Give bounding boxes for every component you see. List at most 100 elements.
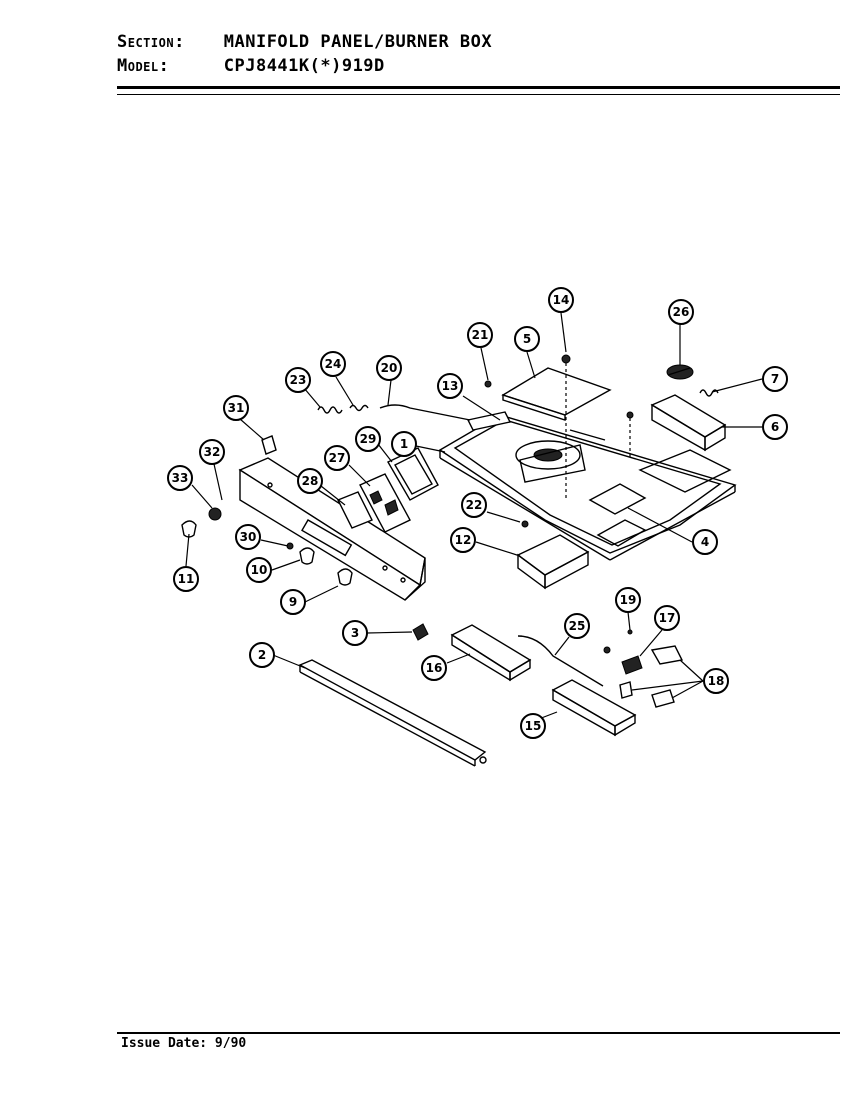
clip-18a — [650, 645, 684, 665]
callout-label-25: 25 — [569, 619, 586, 633]
callout-label-21: 21 — [472, 328, 489, 342]
callout-label-30: 30 — [240, 530, 257, 544]
callout-label-17: 17 — [659, 611, 676, 625]
header: Section: MANIFOLD PANEL/BURNER BOX Model… — [117, 30, 837, 78]
model-value: CPJ8441K(*)919D — [223, 56, 385, 76]
callout-label-12: 12 — [455, 533, 472, 547]
callout-33: 33 — [167, 465, 193, 491]
callout-3: 3 — [342, 620, 368, 646]
knob-10 — [299, 547, 315, 565]
spring-33 — [208, 507, 222, 521]
callout-31: 31 — [223, 395, 249, 421]
callout-label-14: 14 — [553, 293, 570, 307]
callout-32: 32 — [199, 439, 225, 465]
callout-label-6: 6 — [771, 420, 779, 434]
knob-9 — [337, 568, 353, 586]
switch-plate — [337, 447, 439, 533]
wire-harness — [517, 635, 604, 687]
callout-15: 15 — [520, 713, 546, 739]
callout-label-10: 10 — [251, 563, 268, 577]
callout-label-33: 33 — [172, 471, 189, 485]
clip-18c — [619, 681, 633, 699]
screw-22 — [521, 520, 529, 528]
callout-6: 6 — [762, 414, 788, 440]
leader-lines — [185, 312, 763, 723]
callout-label-3: 3 — [351, 626, 359, 640]
callout-24: 24 — [320, 351, 346, 377]
heat-shield-box — [650, 394, 727, 452]
callout-1: 1 — [391, 431, 417, 457]
bracket-15 — [551, 679, 637, 737]
callout-label-18: 18 — [708, 674, 725, 688]
clip-31 — [261, 435, 277, 455]
callout-17: 17 — [654, 605, 680, 631]
igniter-part — [666, 364, 694, 380]
header-rule-thin — [117, 94, 840, 95]
callout-label-1: 1 — [400, 437, 408, 451]
callout-label-16: 16 — [426, 661, 443, 675]
callout-22: 22 — [461, 492, 487, 518]
callout-10: 10 — [246, 557, 272, 583]
callout-27: 27 — [324, 445, 350, 471]
callout-label-11: 11 — [178, 572, 195, 586]
callout-label-5: 5 — [523, 332, 531, 346]
callout-label-28: 28 — [302, 474, 319, 488]
callout-16: 16 — [421, 655, 447, 681]
callout-label-7: 7 — [771, 372, 779, 386]
section-value: MANIFOLD PANEL/BURNER BOX — [223, 32, 493, 52]
callout-26: 26 — [668, 299, 694, 325]
callout-9: 9 — [280, 589, 306, 615]
callout-label-2: 2 — [258, 648, 266, 662]
screw-21 — [484, 380, 492, 388]
header-rule-thick — [117, 86, 840, 89]
model-label: Model: — [117, 56, 170, 76]
footer-rule — [117, 1032, 840, 1034]
callout-12: 12 — [450, 527, 476, 553]
callout-2: 2 — [249, 642, 275, 668]
callout-18: 18 — [703, 668, 729, 694]
model-row: Model: CPJ8441K(*)919D — [117, 54, 837, 78]
callout-label-22: 22 — [466, 498, 483, 512]
callout-14: 14 — [548, 287, 574, 313]
bracket-12 — [516, 534, 590, 590]
screw-generic — [626, 411, 634, 419]
callout-label-4: 4 — [701, 535, 709, 549]
section-row: Section: MANIFOLD PANEL/BURNER BOX — [117, 30, 837, 54]
knob-11 — [181, 520, 197, 538]
spring-24 — [349, 404, 369, 412]
callout-25: 25 — [564, 613, 590, 639]
callout-label-26: 26 — [673, 305, 690, 319]
callout-30: 30 — [235, 524, 261, 550]
gas-tube — [379, 404, 471, 421]
part-3 — [412, 623, 429, 641]
bracket-16 — [450, 624, 532, 682]
callout-label-31: 31 — [228, 401, 245, 415]
callout-13: 13 — [437, 373, 463, 399]
callout-19: 19 — [615, 587, 641, 613]
callout-29: 29 — [355, 426, 381, 452]
callout-label-27: 27 — [329, 451, 346, 465]
callout-4: 4 — [692, 529, 718, 555]
spring-23 — [317, 406, 343, 414]
screw-19a — [603, 646, 611, 654]
manifold-panel — [238, 457, 426, 601]
rail-2 — [298, 659, 487, 767]
callout-label-29: 29 — [360, 432, 377, 446]
callout-label-13: 13 — [442, 379, 459, 393]
callout-5: 5 — [514, 326, 540, 352]
callout-label-24: 24 — [325, 357, 342, 371]
manifold-valve-assembly — [515, 429, 606, 483]
callout-28: 28 — [297, 468, 323, 494]
callout-21: 21 — [467, 322, 493, 348]
callout-label-20: 20 — [381, 361, 398, 375]
callout-7: 7 — [762, 366, 788, 392]
section-label: Section: — [117, 32, 185, 52]
igniter-17 — [621, 655, 643, 675]
burner-box-tray — [438, 414, 737, 561]
spring-clip — [699, 389, 719, 397]
callout-11: 11 — [173, 566, 199, 592]
screw-19 — [627, 629, 633, 635]
burner-plate — [501, 367, 612, 416]
callout-label-23: 23 — [290, 373, 307, 387]
